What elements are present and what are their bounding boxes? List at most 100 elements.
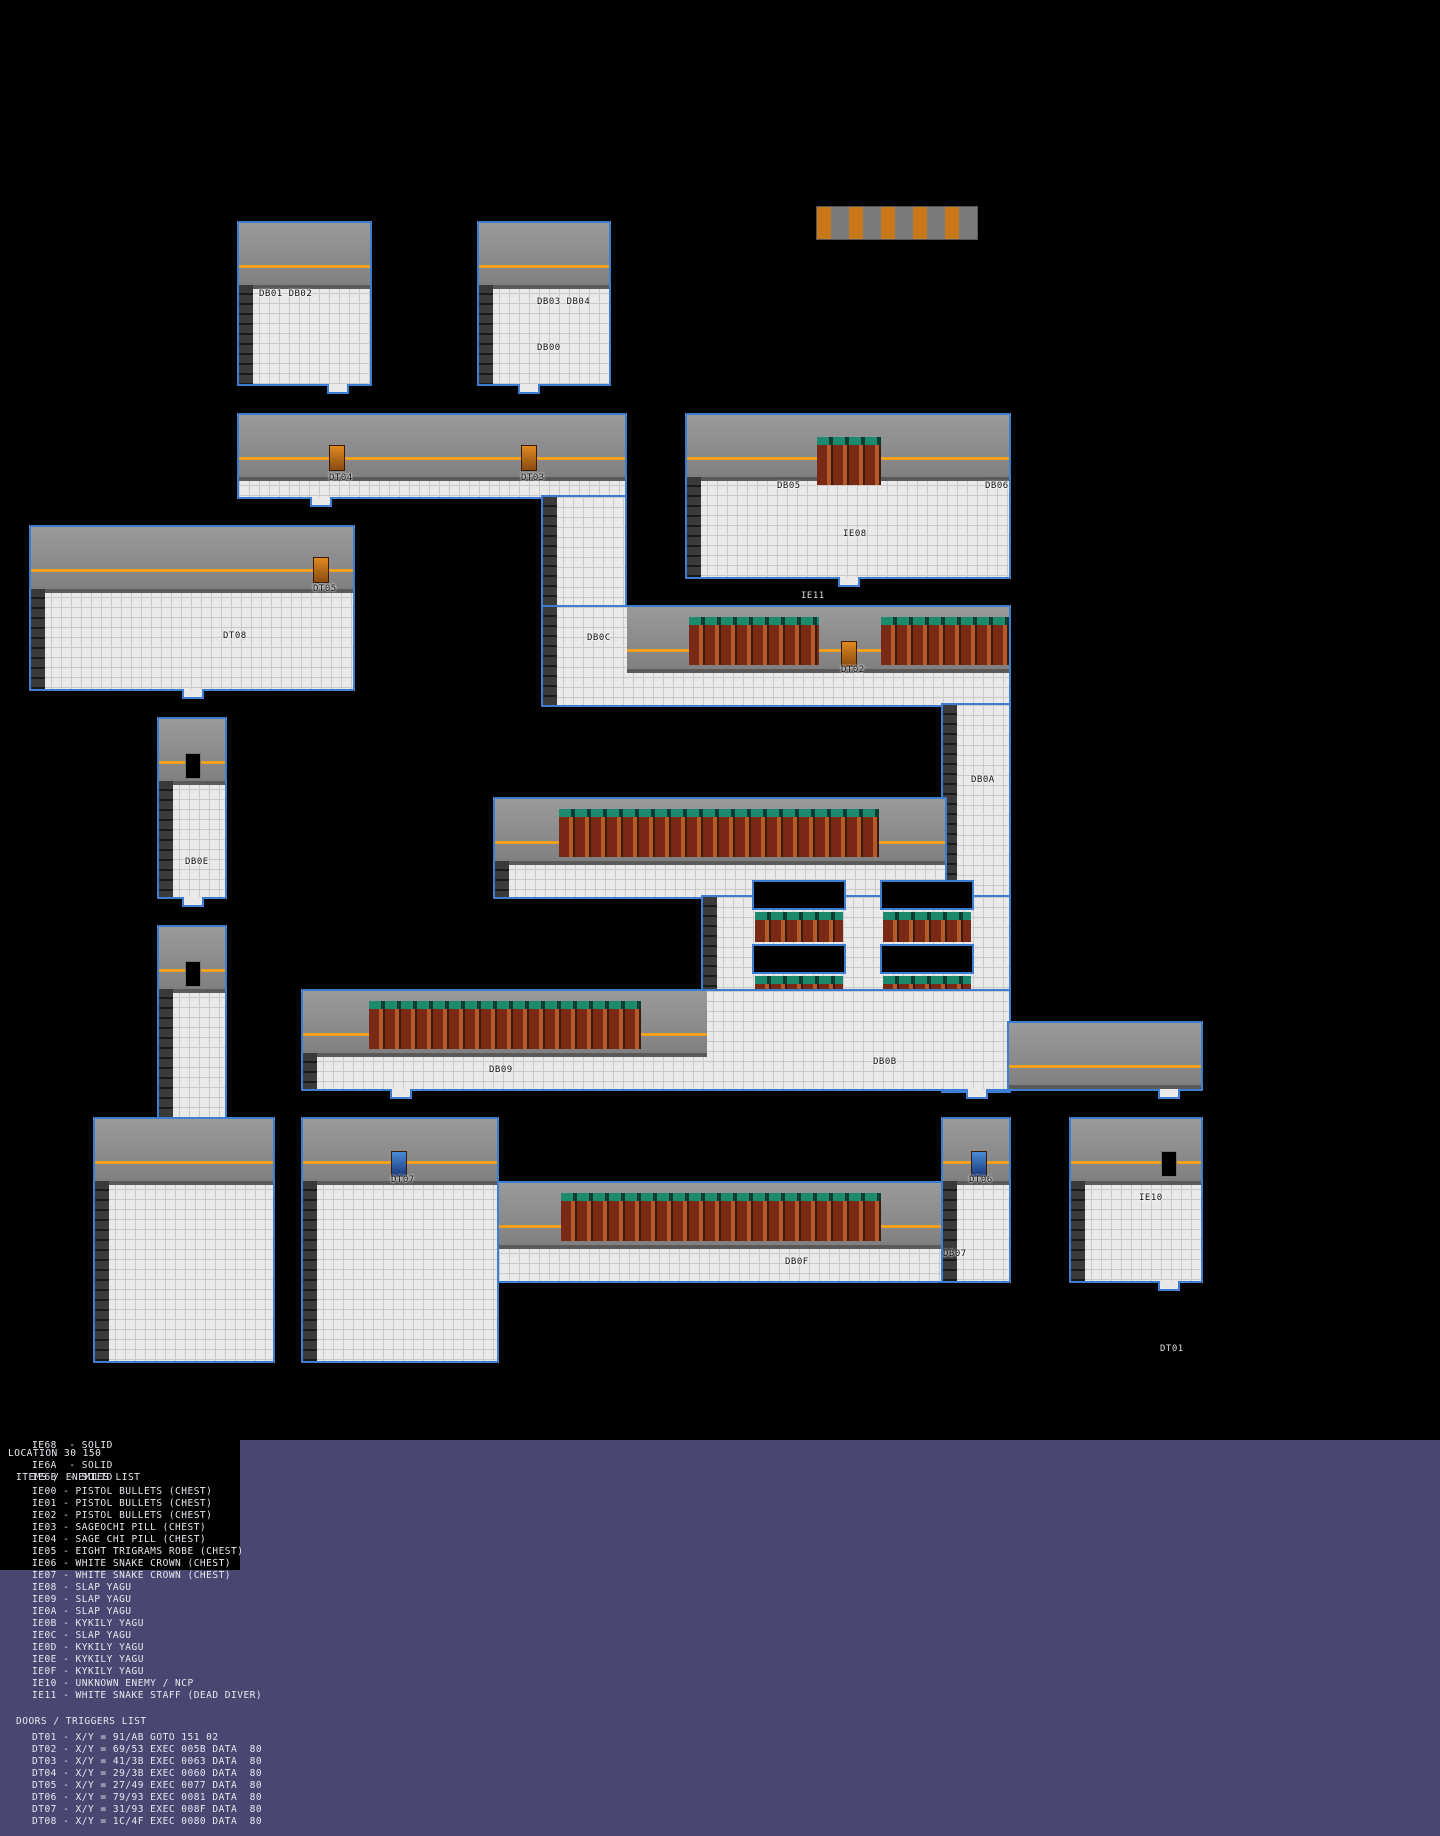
room-db09: DB09 DB0B: [301, 989, 1011, 1091]
room-label: DB07: [943, 1249, 967, 1259]
door-tab: [310, 497, 332, 507]
debug-line: IE68 - SOLID: [32, 1440, 113, 1451]
list-item: IE00 - PISTOL BULLETS (CHEST): [32, 1486, 213, 1497]
enemy-ie10[interactable]: [1161, 1151, 1177, 1177]
list-item: IE06 - WHITE SNAKE CROWN (CHEST): [32, 1558, 232, 1569]
room-label: DB0B: [873, 1057, 897, 1067]
list-item: IE04 - SAGE CHI PILL (CHEST): [32, 1534, 207, 1545]
room-label: DB0F: [785, 1257, 809, 1267]
list-item: DT04 - X/Y = 29/3B EXEC 0060 DATA 80: [32, 1768, 263, 1779]
room-label: DB0E: [185, 857, 209, 867]
corridor-shaft: [157, 925, 227, 1151]
room-dt04: DT04 DT03: [237, 413, 627, 499]
list-item: IE07 - WHITE SNAKE CROWN (CHEST): [32, 1570, 232, 1581]
list-item: IE01 - PISTOL BULLETS (CHEST): [32, 1498, 213, 1509]
debug-overlay: IE68 - SOLID LOCATION 30 150 IE6A - SOLI…: [0, 1440, 240, 1570]
debug-line: IE6A - SOLID: [32, 1460, 113, 1471]
room-label: DT07: [391, 1175, 415, 1185]
pod-row: [559, 809, 879, 857]
door-tab: [182, 897, 204, 907]
room-db01: DB01 DB02: [237, 221, 372, 386]
room-label: DT02: [841, 665, 865, 675]
pit: [752, 944, 846, 974]
room-ie10: IE10: [1069, 1117, 1203, 1283]
room-label: DT06: [969, 1175, 993, 1185]
room-label: DB03 DB04: [537, 297, 591, 307]
room-label: DB00: [537, 343, 561, 353]
pod-row: [755, 912, 843, 942]
list-item: IE05 - EIGHT TRIGRAMS ROBE (CHEST): [32, 1546, 244, 1557]
room-dt07: DT07: [301, 1117, 499, 1363]
list-item: DT08 - X/Y = 1C/4F EXEC 0080 DATA 80: [32, 1816, 263, 1827]
room-dt06: DT06 DB07: [941, 1117, 1011, 1283]
room-lower-left: [93, 1117, 275, 1363]
list-item: IE0F - KYKILY YAGU: [32, 1666, 144, 1677]
room-db0f: DB0F: [497, 1181, 1011, 1283]
room-annex: [1007, 1021, 1203, 1091]
chest-sprite[interactable]: [521, 445, 537, 471]
door-tab: [518, 384, 540, 394]
pod-row: [369, 1001, 641, 1049]
door-tab: [1158, 1281, 1180, 1291]
items-list: IE00 - PISTOL BULLETS (CHEST)IE01 - PIST…: [32, 1486, 262, 1702]
tile-preview-strip: [816, 206, 978, 240]
pod-row: [883, 912, 971, 942]
chest-sprite[interactable]: [313, 557, 329, 583]
room-label: DT03: [521, 473, 545, 483]
list-item: DT07 - X/Y = 31/93 EXEC 008F DATA 80: [32, 1804, 263, 1815]
chest-sprite[interactable]: [329, 445, 345, 471]
list-item: IE0C - SLAP YAGU: [32, 1630, 132, 1641]
list-item: IE0B - KYKILY YAGU: [32, 1618, 144, 1629]
room-label: IE10: [1139, 1193, 1163, 1203]
doorway[interactable]: [185, 961, 201, 987]
room-label: DB0A: [971, 775, 995, 785]
room-label: DB0C: [587, 633, 611, 643]
chest-sprite[interactable]: [841, 641, 857, 667]
pod-row: [689, 617, 819, 665]
doors-header: DOORS / TRIGGERS LIST: [16, 1716, 147, 1727]
list-item: IE08 - SLAP YAGU: [32, 1582, 132, 1593]
pit: [880, 880, 974, 910]
floating-label-dt01: DT01: [1160, 1344, 1184, 1354]
pod-row: [881, 617, 1009, 665]
debug-line: LOCATION 30 150: [8, 1448, 102, 1459]
door-tab: [966, 1089, 988, 1099]
door-tab: [182, 689, 204, 699]
room-db0e: DB0E: [157, 717, 227, 899]
list-item: DT02 - X/Y = 69/53 EXEC 005B DATA 80: [32, 1744, 263, 1755]
door-sprite[interactable]: [971, 1151, 987, 1177]
room-dt05: DT05 DT08: [29, 525, 355, 691]
room-label: IE08: [843, 529, 867, 539]
items-header: ITEMS / ENEMIES LIST: [16, 1472, 141, 1483]
list-item: DT05 - X/Y = 27/49 EXEC 0077 DATA 80: [32, 1780, 263, 1791]
info-panel: [0, 1440, 1440, 1836]
floating-label-ie11: IE11: [801, 591, 825, 601]
room-pods-a: [493, 797, 947, 899]
doorway[interactable]: [185, 753, 201, 779]
room-label: DB09: [489, 1065, 513, 1075]
door-sprite[interactable]: [391, 1151, 407, 1177]
debug-line: IE6B - SOLID: [32, 1472, 113, 1483]
room-db03: DB03 DB04 DB00: [477, 221, 611, 386]
room-label: DT05: [313, 584, 337, 594]
pit: [752, 880, 846, 910]
door-tab: [390, 1089, 412, 1099]
room-db0c: DB0C DT02: [541, 605, 1011, 707]
list-item: IE11 - WHITE SNAKE STAFF (DEAD DIVER): [32, 1690, 263, 1701]
list-item: DT03 - X/Y = 41/3B EXEC 0063 DATA 80: [32, 1756, 263, 1767]
pod-row: [817, 437, 881, 485]
list-item: IE0E - KYKILY YAGU: [32, 1654, 144, 1665]
pit: [880, 944, 974, 974]
room-label: DB01 DB02: [259, 289, 313, 299]
room-label: DT04: [329, 473, 353, 483]
list-item: IE09 - SLAP YAGU: [32, 1594, 132, 1605]
list-item: DT06 - X/Y = 79/93 EXEC 0081 DATA 80: [32, 1792, 263, 1803]
list-item: IE0D - KYKILY YAGU: [32, 1642, 144, 1653]
room-label: DB06: [985, 481, 1009, 491]
room-label: DB05: [777, 481, 801, 491]
room-label: DT08: [223, 631, 247, 641]
list-item: IE02 - PISTOL BULLETS (CHEST): [32, 1510, 213, 1521]
pod-row: [561, 1193, 881, 1241]
list-item: IE0A - SLAP YAGU: [32, 1606, 132, 1617]
